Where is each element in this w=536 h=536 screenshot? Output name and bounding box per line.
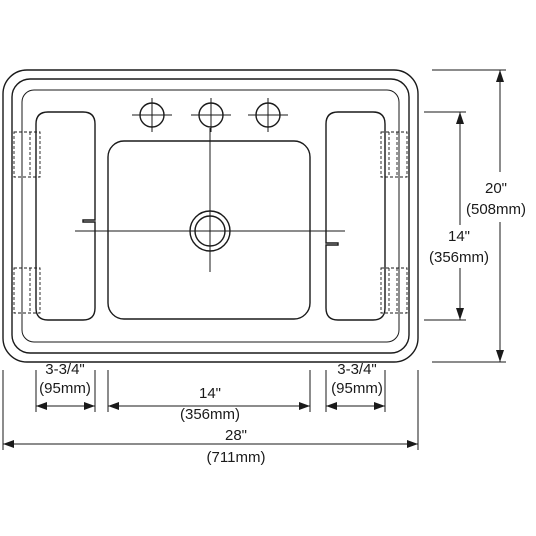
overall-height-imperial: 20" <box>485 180 507 197</box>
left-ledge-imperial: 3-3/4" <box>45 361 85 378</box>
bowl-height-metric: (356mm) <box>429 249 489 266</box>
right-ledge-imperial: 3-3/4" <box>337 361 377 378</box>
sink-outer-rim <box>2 69 419 363</box>
faucet-holes <box>132 98 288 132</box>
bowl-height-imperial: 14" <box>448 228 470 245</box>
bowl-width-metric: (356mm) <box>180 406 240 423</box>
left-ledge-metric: (95mm) <box>39 380 91 397</box>
left-ledge <box>35 111 96 321</box>
sink-bowl <box>107 140 311 320</box>
sink-inner-rim <box>11 78 410 354</box>
drain <box>75 128 345 272</box>
right-ledge-metric: (95mm) <box>331 380 383 397</box>
overall-width-metric: (711mm) <box>207 449 266 466</box>
dimension-overall-height: 20" (508mm) <box>432 69 526 363</box>
overall-width-imperial: 28" <box>225 427 247 444</box>
sink-body <box>2 69 419 363</box>
dimension-left-ledge: 3-3/4" (95mm) <box>36 361 95 410</box>
dimension-bowl-height: 14" (356mm) <box>424 111 489 321</box>
mounting-clips <box>13 131 408 314</box>
sink-deck-edge <box>21 89 400 343</box>
dimension-bowl-width: 14" (356mm) <box>108 385 310 423</box>
dimension-overall-width: 28" (711mm) <box>3 427 418 466</box>
right-ledge <box>325 111 386 321</box>
bowl-width-imperial: 14" <box>199 385 221 402</box>
dimension-right-ledge: 3-3/4" (95mm) <box>326 361 385 410</box>
extension-lines <box>2 370 419 450</box>
overall-height-metric: (508mm) <box>466 201 526 218</box>
